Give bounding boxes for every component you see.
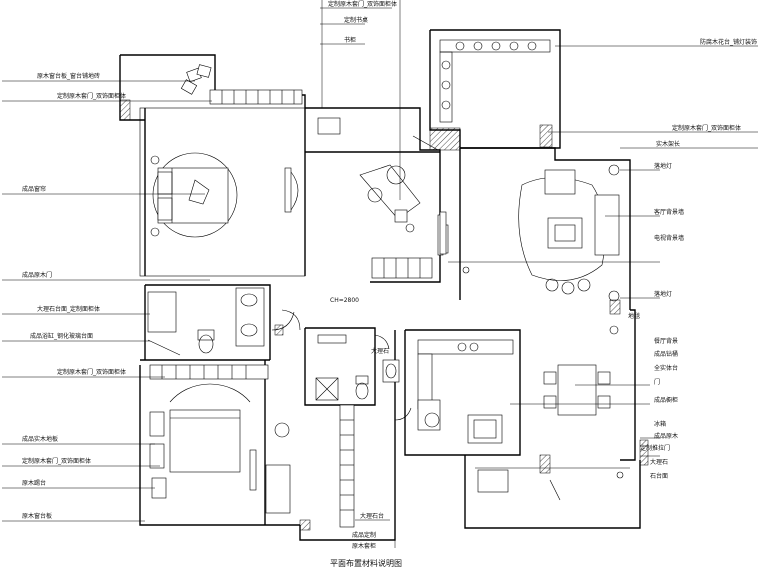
label-window-sill-top: 原木窗台板_窗台铺地砖 — [37, 72, 100, 80]
labels-right: 防腐木花台_铺灯装饰 定制原木套门_双饰面柜体 实木架长 落地灯 客厅背景墙 电… — [628, 38, 757, 480]
bathroom-1 — [147, 287, 265, 356]
labels-left: 原木窗台板_窗台铺地砖 定制原木套门_双饰面柜体 成品窗帘 成品原木门 大理石台… — [22, 72, 126, 520]
label-marble-bottom: 大理石台 — [360, 512, 384, 520]
balcony-chairs — [180, 64, 212, 95]
label-wood-floor: 成品实木地板 — [22, 435, 58, 443]
label-window-sill-bottom: 原木窗台板 — [22, 512, 52, 520]
label-living-wall: 客厅背景墙 — [654, 208, 684, 216]
label-desk: 定制书桌 — [344, 16, 368, 24]
exterior-walls — [119, 29, 641, 541]
label-planter: 防腐木花台_铺灯装饰 — [700, 38, 757, 46]
label-solid-counter: 全实体台 — [654, 364, 678, 372]
room-note: 大理石 — [371, 347, 389, 355]
label-top-wardrobe: 定制原木套门_双饰面柜体 — [328, 0, 397, 8]
ceiling-height-note: CH=2800 — [330, 297, 359, 304]
wall-hatching — [119, 99, 649, 531]
label-wood-step: 原木踢台 — [22, 479, 46, 487]
label-cabinets: 成品橱柜 — [654, 396, 678, 404]
label-curtain: 成品窗帘 — [22, 185, 46, 193]
study-bookcase — [371, 257, 433, 279]
drawing-title: 平面布置材料说明图 — [330, 558, 402, 568]
labels-top: 定制原木套门_双饰面柜体 定制书桌 书柜 — [328, 0, 397, 44]
label-marble-counter: 大理石台面_定制面柜体 — [37, 305, 100, 313]
kitchen — [417, 339, 514, 444]
label-door: 门 — [654, 378, 660, 386]
label-right-wardrobe: 定制原木套门_双饰面柜体 — [672, 124, 741, 132]
utility-room — [477, 469, 624, 501]
label-floor-lamp-2: 落地灯 — [654, 290, 672, 298]
wardrobe-top — [209, 89, 303, 105]
bathroom-2 — [315, 334, 400, 401]
study-room — [317, 117, 449, 256]
label-dining-wall: 餐厅背景 — [654, 337, 678, 345]
label-wardrobe-middle: 定制原木套门_双饰面柜体 — [57, 368, 126, 376]
label-wood-door: 成品原木门 — [22, 271, 52, 279]
label-bathtub: 成品浴缸_钢化玻璃台面 — [30, 332, 93, 340]
wardrobe-corridor — [339, 404, 355, 528]
label-wardrobe-top: 定制原木套门_双饰面柜体 — [57, 92, 126, 100]
leader-lines — [2, 0, 758, 548]
label-sliding-door: 定制推拉门 — [640, 444, 670, 452]
master-bedroom — [150, 152, 299, 238]
label-custom-bottom: 成品定制 — [352, 531, 376, 539]
label-wood-set: 原木套柜 — [352, 542, 376, 550]
wardrobe-middle — [149, 364, 269, 380]
label-stone-counter: 石台面 — [650, 472, 668, 480]
living-room — [439, 164, 620, 302]
door-swings — [271, 309, 412, 421]
lower-bedroom — [149, 383, 291, 514]
label-drill-bucket: 成品钻桶 — [654, 350, 678, 358]
label-tv-wall: 电视背景墙 — [654, 234, 684, 242]
garden-planters — [439, 39, 551, 123]
labels-bottom: 大理石台 成品定制 原木套柜 — [352, 512, 384, 550]
dining-table — [543, 364, 611, 416]
label-fridge: 冰箱 — [654, 420, 666, 428]
label-marble: 大理石 — [650, 458, 668, 466]
potted-plants — [274, 266, 619, 438]
label-wood-item: 成品原木 — [654, 432, 678, 440]
label-rug: 地毯 — [628, 312, 640, 320]
label-wardrobe-bottom: 定制原木套门_双饰面柜体 — [22, 457, 91, 465]
label-floor-lamp-1: 落地灯 — [654, 162, 672, 170]
label-wood-shelf: 实木架长 — [656, 140, 680, 148]
label-bookcase: 书柜 — [344, 36, 356, 44]
